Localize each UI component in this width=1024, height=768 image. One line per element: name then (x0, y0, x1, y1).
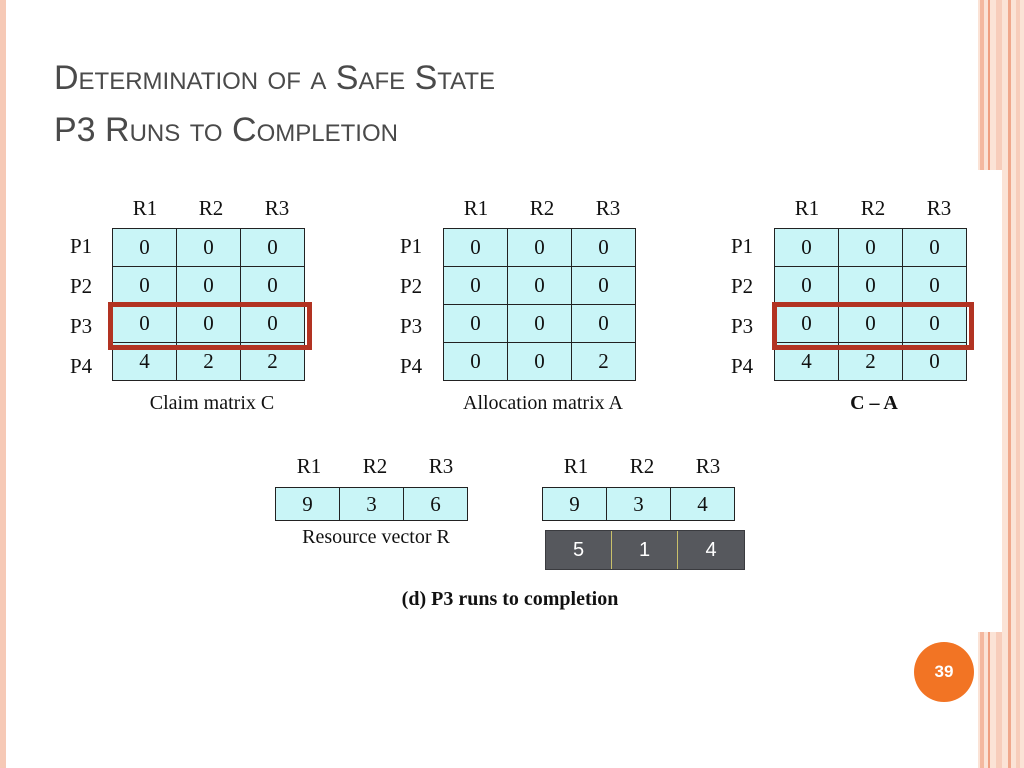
resource-vector-caption: Resource vector R (302, 526, 450, 548)
matrix-cell: 0 (240, 266, 305, 305)
col-header: R3 (595, 196, 621, 220)
matrix-cell: 0 (507, 228, 572, 267)
need-matrix-col-headers: R1 R2 R3 (774, 196, 972, 221)
matrix-cell: 0 (443, 342, 508, 381)
matrix-cell: 0 (774, 228, 839, 267)
matrix-cell: 0 (443, 228, 508, 267)
col-header: R3 (428, 454, 454, 478)
col-header: R3 (695, 454, 721, 478)
vector-cell: 4 (670, 487, 735, 521)
col-header: R1 (463, 196, 489, 220)
updated-available-vector: 5 1 4 (545, 530, 745, 570)
p3-row-highlight (772, 302, 974, 350)
matrix-cell: 0 (176, 266, 241, 305)
overlay-cell: 5 (546, 531, 612, 569)
claim-matrix-caption: Claim matrix C (149, 392, 275, 414)
col-header: R2 (860, 196, 886, 220)
page-number-badge: 39 (914, 642, 974, 702)
col-header: R1 (563, 454, 589, 478)
matrix-cell: 0 (571, 304, 636, 343)
col-header: R1 (132, 196, 158, 220)
matrix-cell: 0 (112, 266, 177, 305)
frame-stripe (1016, 0, 1020, 768)
matrix-cell: 0 (176, 228, 241, 267)
matrix-cell: 0 (838, 266, 903, 305)
matrix-cell: 0 (902, 304, 967, 343)
matrix-cell: 0 (240, 228, 305, 267)
slide-frame-left (0, 0, 6, 768)
matrix-cell: 0 (571, 266, 636, 305)
row-label: P2 (731, 274, 754, 298)
vector-cell: 6 (403, 487, 468, 521)
claim-matrix-col-headers: R1 R2 R3 (112, 196, 310, 221)
col-header: R3 (264, 196, 290, 220)
need-matrix-caption: C – A (850, 392, 898, 414)
available-vector-col-headers: R1 R2 R3 (543, 454, 741, 479)
matrix-cell: 0 (443, 266, 508, 305)
col-header: R2 (198, 196, 224, 220)
row-label: P2 (400, 274, 423, 298)
frame-stripe (1008, 0, 1011, 768)
overlay-cell: 1 (612, 531, 678, 569)
vector-cell: 9 (275, 487, 340, 521)
vector-cell: 9 (542, 487, 607, 521)
vector-cell: 3 (606, 487, 671, 521)
row-label: P4 (70, 354, 93, 378)
matrix-cell: 0 (571, 228, 636, 267)
matrix-cell: 0 (838, 228, 903, 267)
matrix-cell: 0 (902, 228, 967, 267)
matrix-cell: 0 (443, 304, 508, 343)
col-header: R3 (926, 196, 952, 220)
row-label: P3 (70, 314, 93, 338)
row-label: P3 (731, 314, 754, 338)
row-label: P2 (70, 274, 93, 298)
allocation-matrix-row-labels: P1 P2 P3 P4 (400, 226, 422, 386)
row-label: P3 (400, 314, 423, 338)
matrix-cell: 0 (507, 342, 572, 381)
row-label: P1 (731, 234, 754, 258)
matrix-cell: 0 (507, 304, 572, 343)
col-header: R1 (794, 196, 820, 220)
col-header: R2 (629, 454, 655, 478)
matrix-cell: 2 (571, 342, 636, 381)
matrix-cell: 0 (774, 266, 839, 305)
slide-title: Determination of a Safe State P3 Runs to… (54, 52, 495, 156)
allocation-matrix-col-headers: R1 R2 R3 (443, 196, 641, 221)
title-line-2: P3 Runs to Completion (54, 111, 398, 149)
row-label: P1 (400, 234, 423, 258)
col-header: R2 (529, 196, 555, 220)
figure-caption: (d) P3 runs to completion (401, 588, 619, 610)
row-label: P1 (70, 234, 93, 258)
matrix-cell: 0 (112, 228, 177, 267)
title-line-1: Determination of a Safe State (54, 59, 496, 97)
resource-vector-col-headers: R1 R2 R3 (276, 454, 474, 479)
overlay-cell: 4 (705, 539, 717, 561)
row-label: P4 (400, 354, 423, 378)
row-label: P4 (731, 354, 754, 378)
matrix-cell: 0 (507, 266, 572, 305)
claim-matrix-row-labels: P1 P2 P3 P4 (70, 226, 92, 386)
col-header: R1 (296, 454, 322, 478)
p3-row-highlight (108, 302, 312, 350)
col-header: R2 (362, 454, 388, 478)
need-matrix-row-labels: P1 P2 P3 P4 (731, 226, 753, 386)
vector-cell: 3 (339, 487, 404, 521)
allocation-matrix-caption: Allocation matrix A (463, 392, 623, 414)
matrix-cell: 0 (902, 266, 967, 305)
